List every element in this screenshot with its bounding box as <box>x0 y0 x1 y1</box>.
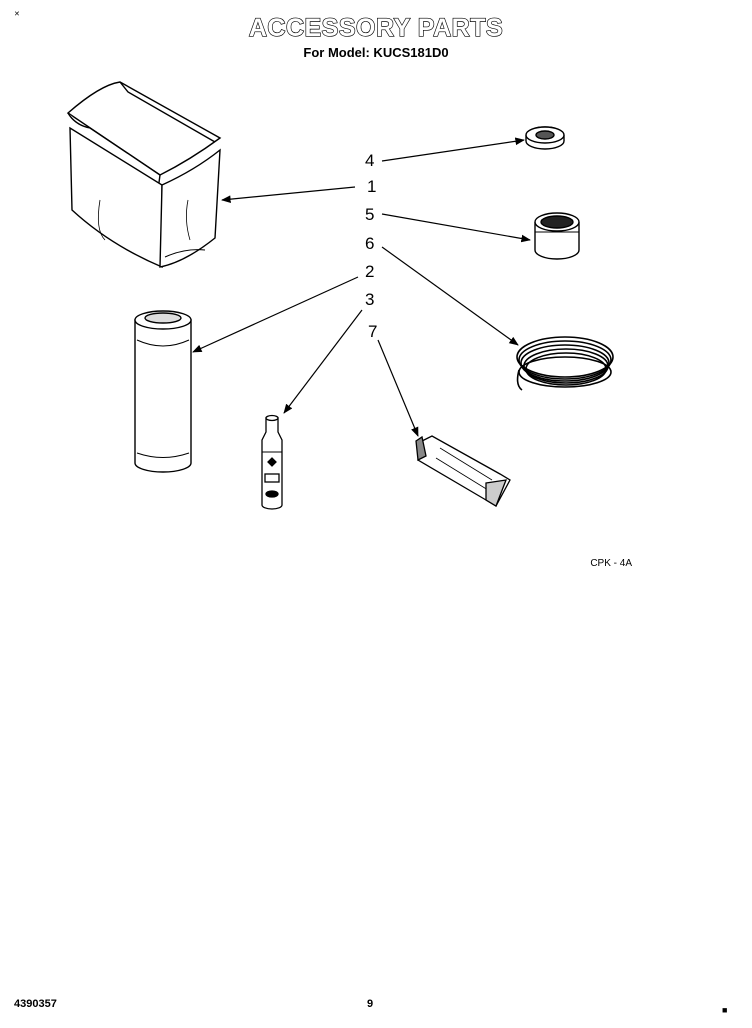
compactor-bag <box>66 81 222 269</box>
callout-1: 1 <box>367 177 377 196</box>
touch-up-can <box>534 212 580 260</box>
spray-can <box>134 310 192 473</box>
corner-mark-bottom: ■ <box>722 1005 728 1015</box>
callout-5: 5 <box>365 205 375 224</box>
callout-2: 2 <box>365 262 375 281</box>
bearing-ring <box>525 126 565 150</box>
sealant-tube <box>415 435 511 507</box>
callout-6: 6 <box>365 234 375 253</box>
coiled-tubing <box>516 336 614 391</box>
corner-mark-top: ✕ <box>14 11 20 18</box>
callout-4: 4 <box>365 151 375 170</box>
paint-bottle <box>261 414 283 510</box>
callout-3: 3 <box>365 290 375 309</box>
page-number: 9 <box>367 998 374 1010</box>
model-subtitle: For Model: KUCS181D0 <box>303 45 449 60</box>
document-number: 4390357 <box>14 998 57 1010</box>
diagram-reference-code: CPK - 4A <box>590 558 632 569</box>
page-title: ACCESSORY PARTS <box>248 13 504 42</box>
callout-7: 7 <box>368 322 378 341</box>
